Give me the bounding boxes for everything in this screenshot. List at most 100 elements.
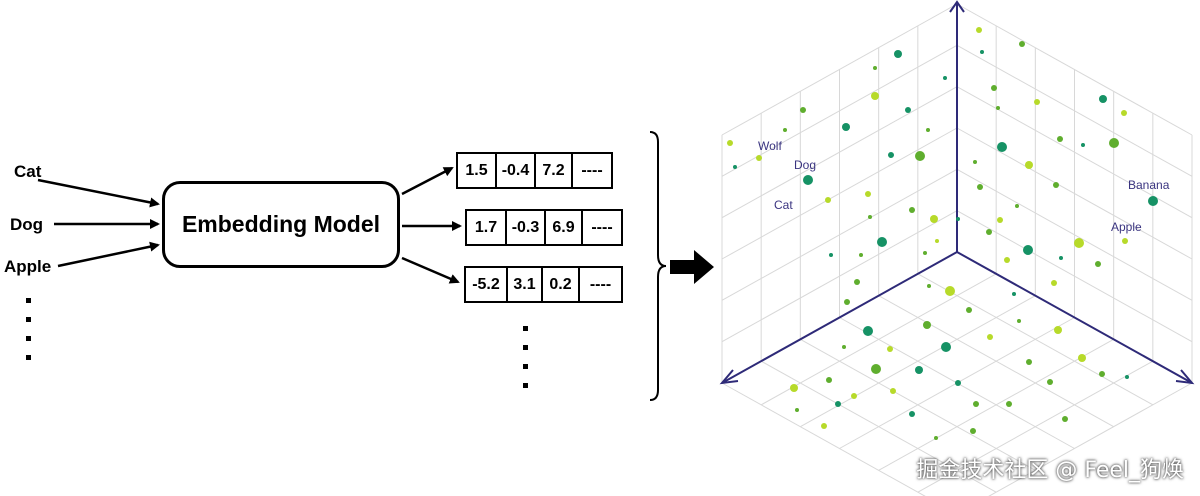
vector-cell: 1.7 xyxy=(467,211,507,244)
embedding-point xyxy=(1034,99,1040,105)
watermark: 掘金技术社区 @ Feel_狗焕 xyxy=(916,458,1184,483)
embedding-point xyxy=(727,140,733,146)
vector-row-1: 1.5 -0.4 7.2 ---- xyxy=(456,152,613,189)
embedding-point xyxy=(829,253,833,257)
embedding-point xyxy=(795,408,799,412)
embedding-point xyxy=(1017,319,1021,323)
embedding-point xyxy=(894,50,902,58)
embedding-point xyxy=(1148,196,1158,206)
vector-row-2: 1.7 -0.3 6.9 ---- xyxy=(465,209,623,246)
embedding-point xyxy=(915,151,925,161)
embedding-point xyxy=(1095,261,1101,267)
embedding-point xyxy=(1053,182,1059,188)
embedding-point xyxy=(1054,326,1062,334)
axis-right-arrowhead xyxy=(1175,369,1195,385)
curly-brace xyxy=(649,131,667,401)
embedding-point xyxy=(941,342,951,352)
input-word-apple: Apple xyxy=(4,257,52,276)
arrow-model-to-vector-1 xyxy=(401,166,454,196)
vector-cell: 3.1 xyxy=(508,268,543,301)
embedding-point xyxy=(1125,375,1129,379)
embedding-point xyxy=(934,436,938,440)
embedding-point xyxy=(871,364,881,374)
embedding-point xyxy=(930,215,938,223)
grid-line xyxy=(721,44,958,177)
embedding-point xyxy=(905,107,911,113)
embedding-point xyxy=(1051,280,1057,286)
embedding-point xyxy=(803,175,813,185)
embedding-point xyxy=(1012,292,1016,296)
embedding-point xyxy=(966,307,972,313)
grid-line xyxy=(956,3,1193,136)
embedding-point xyxy=(825,197,831,203)
embedding-point xyxy=(923,321,931,329)
embedding-point xyxy=(851,393,857,399)
input-word-cat: Cat xyxy=(14,162,42,181)
embedding-point xyxy=(1019,41,1025,47)
embedding-point xyxy=(854,279,860,285)
embedding-point xyxy=(800,107,806,113)
embedding-point xyxy=(973,401,979,407)
embedding-point xyxy=(821,423,827,429)
embedding-point xyxy=(977,184,983,190)
embedding-point xyxy=(1122,238,1128,244)
grid-line xyxy=(988,382,1193,496)
embedding-point xyxy=(887,346,893,352)
embedding-point xyxy=(909,207,915,213)
embedding-point xyxy=(955,380,961,386)
embedding-point xyxy=(1059,256,1063,260)
embedding-point xyxy=(826,377,832,383)
vector-cell: -0.4 xyxy=(497,154,536,187)
arrow-apple-to-model xyxy=(57,241,160,268)
grid-line xyxy=(721,3,958,136)
embedding-point xyxy=(1099,95,1107,103)
vector-ellipsis xyxy=(523,326,529,402)
embedding-points xyxy=(727,27,1158,440)
embedding-point xyxy=(980,50,984,54)
vector-cell: 6.9 xyxy=(546,211,583,244)
embedding-point xyxy=(976,27,982,33)
axis-left xyxy=(721,251,958,384)
vector-cell: 0.2 xyxy=(543,268,580,301)
embedding-point xyxy=(842,123,850,131)
embedding-point xyxy=(986,229,992,235)
embedding-point xyxy=(835,401,841,407)
point-label-wolf: Wolf xyxy=(758,139,782,153)
embedding-point xyxy=(1078,354,1086,362)
embedding-point xyxy=(1109,138,1119,148)
point-label-cat: Cat xyxy=(774,198,793,212)
embedding-point xyxy=(915,366,923,374)
embedding-point xyxy=(1047,379,1053,385)
embedding-point xyxy=(1026,359,1032,365)
embedding-point xyxy=(1057,136,1063,142)
embedding-model-box: Embedding Model xyxy=(162,181,400,268)
embedding-point xyxy=(909,411,915,417)
embedding-model-label: Embedding Model xyxy=(181,211,381,237)
embedding-point xyxy=(926,128,930,132)
grid-line xyxy=(956,44,1193,177)
embedding-point xyxy=(873,66,877,70)
vector-cell: ---- xyxy=(589,275,612,293)
axes xyxy=(719,0,1195,385)
input-word-dog: Dog xyxy=(10,215,44,234)
embedding-point xyxy=(888,152,894,158)
embedding-point xyxy=(844,299,850,305)
vector-cell: 1.5 xyxy=(458,154,497,187)
big-right-arrow xyxy=(670,250,714,284)
embedding-point xyxy=(1023,245,1033,255)
input-ellipsis xyxy=(26,298,32,374)
embedding-point xyxy=(1081,143,1085,147)
axis-right xyxy=(956,251,1193,384)
axis-vertical-arrowhead xyxy=(949,0,965,13)
arrow-cat-to-model xyxy=(37,178,160,208)
embedding-point xyxy=(863,326,873,336)
point-label-dog: Dog xyxy=(794,158,816,172)
embedding-point xyxy=(923,251,927,255)
embedding-point xyxy=(1004,257,1010,263)
embedding-point xyxy=(871,92,879,100)
embedding-point xyxy=(997,217,1003,223)
point-label-banana: Banana xyxy=(1128,178,1170,192)
embedding-point xyxy=(1099,371,1105,377)
